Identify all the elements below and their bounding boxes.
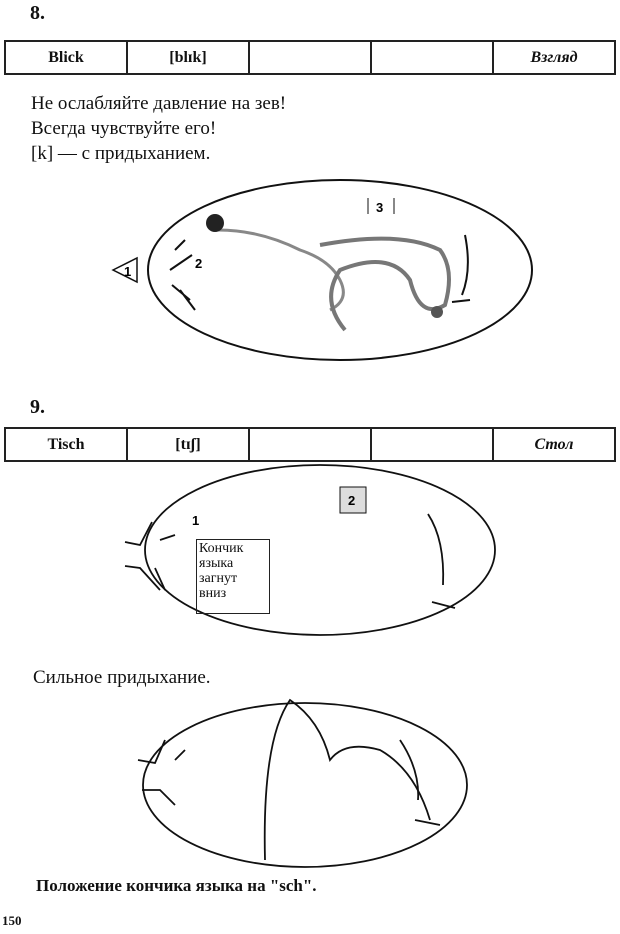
word-table-9: Tisch [tɪʃ] Стол (4, 427, 616, 462)
tongue-tip-note: Кончик языка загнут вниз (196, 539, 270, 614)
translation-cell: Взгляд (492, 40, 616, 75)
empty-cell (248, 427, 372, 462)
diagram-label: 2 (348, 493, 355, 508)
instruction-line: [k] — с придыханием. (31, 143, 211, 164)
mouth-diagram-9 (124, 464, 496, 636)
word-cell: Blick (4, 40, 128, 75)
instruction-line: Всегда чувствуйте его! (31, 118, 217, 139)
diagram-label: 1 (124, 264, 131, 279)
diagram-label: 2 (195, 256, 202, 271)
exercise-8-number: 8. (30, 2, 45, 24)
translation-cell: Стол (492, 427, 616, 462)
transcription-cell: [blɪk] (126, 40, 250, 75)
empty-cell (370, 40, 494, 75)
diagram-label: 3 (376, 200, 383, 215)
mouth-diagram-sch (137, 698, 468, 868)
instructions-8: Не ослабляйте давление на зев! Всегда чу… (31, 91, 286, 166)
word-cell: Tisch (4, 427, 128, 462)
aspiration-text: Сильное придыхание. (33, 667, 211, 688)
instruction-line: Не ослабляйте давление на зев! (31, 93, 287, 114)
diagram-caption: Положение кончика языка на "sch". (36, 876, 317, 895)
exercise-9-number: 9. (30, 396, 45, 418)
empty-cell (248, 40, 372, 75)
page-number: 150 (2, 913, 22, 928)
transcription-cell: [tɪʃ] (126, 427, 250, 462)
mouth-diagram-8 (111, 179, 533, 361)
diagram-label: 1 (192, 513, 199, 528)
empty-cell (370, 427, 494, 462)
word-table-8: Blick [blɪk] Взгляд (4, 40, 616, 75)
